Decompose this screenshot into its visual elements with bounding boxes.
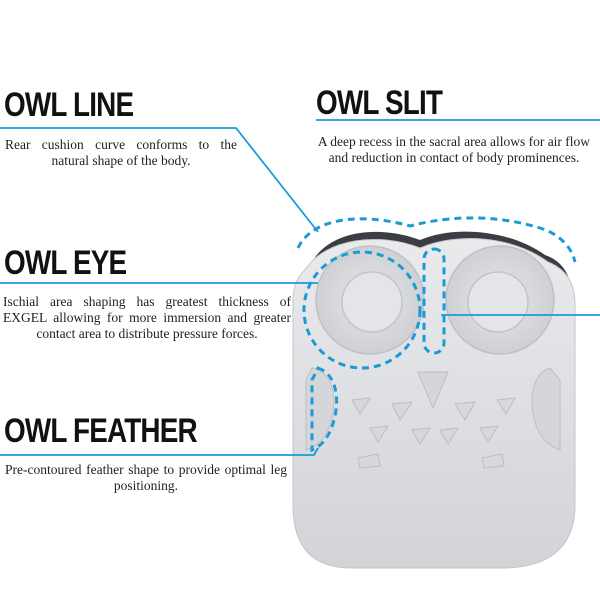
owl-line-outline — [296, 216, 577, 263]
owl-slit-description: A deep recess in the sacral area allows … — [317, 134, 591, 165]
owl-feather-description: Pre-contoured feather shape to provide o… — [5, 462, 287, 493]
owl-slit-title: OWL SLIT — [316, 84, 443, 122]
beak — [417, 371, 449, 410]
callout-lines — [0, 119, 600, 456]
owl-feather-callout — [0, 447, 319, 456]
owl-line-title: OWL LINE — [4, 86, 134, 124]
dashed-outlines — [296, 216, 577, 453]
owl-eye-description: Ischial area shaping has greatest thickn… — [3, 294, 291, 341]
owl-feather-outline — [310, 366, 339, 453]
left-eye — [315, 245, 425, 355]
right-wing — [531, 367, 561, 451]
body-feathers — [351, 397, 516, 469]
owl-line-description: Rear cushion curve conforms to the natur… — [5, 137, 237, 168]
owl-line-callout — [0, 127, 319, 233]
right-eye — [445, 245, 555, 355]
owl-eye-outline — [302, 250, 422, 370]
owl-slit-outline — [422, 247, 446, 355]
owl-eye-title: OWL EYE — [4, 244, 127, 282]
owl-feather-title: OWL FEATHER — [4, 412, 198, 450]
